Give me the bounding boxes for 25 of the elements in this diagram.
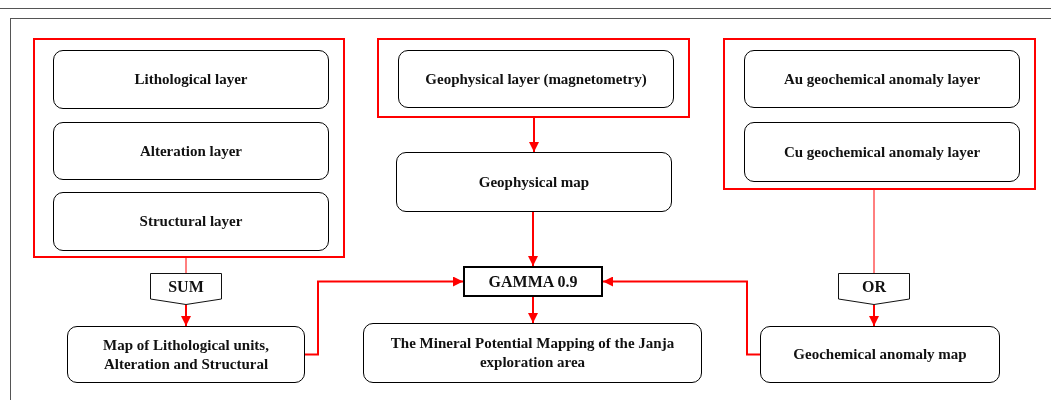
process-box: Alteration layer xyxy=(53,122,329,180)
arrow xyxy=(304,276,464,356)
connector-line xyxy=(873,189,875,274)
process-box: Geophysical map xyxy=(396,152,672,212)
process-box: Au geochemical anomaly layer xyxy=(744,50,1020,108)
process-box: Geophysical layer (magnetometry) xyxy=(398,50,674,108)
group-frame xyxy=(377,38,690,118)
group-frame xyxy=(723,38,1036,190)
process-box: Geochemical anomaly map xyxy=(760,326,1000,383)
process-box: The Mineral Potential Mapping of the Janja exploration area xyxy=(363,323,702,383)
process-box: Structural layer xyxy=(53,192,329,251)
process-box: Map of Lithological units, Alteration and Structural xyxy=(67,326,305,383)
arrow xyxy=(869,304,879,327)
process-box: Lithological layer xyxy=(53,50,329,109)
arrow xyxy=(529,117,539,153)
connector-line xyxy=(185,257,187,274)
process-box: Cu geochemical anomaly layer xyxy=(744,122,1020,182)
arrow xyxy=(181,304,191,327)
arrow xyxy=(602,276,761,356)
operator-box: GAMMA 0.9 xyxy=(463,266,603,297)
arrow xyxy=(528,211,538,267)
group-frame xyxy=(33,38,345,258)
arrow xyxy=(528,296,538,324)
operator-label: SUM xyxy=(150,273,222,305)
operator-label: OR xyxy=(838,273,910,305)
